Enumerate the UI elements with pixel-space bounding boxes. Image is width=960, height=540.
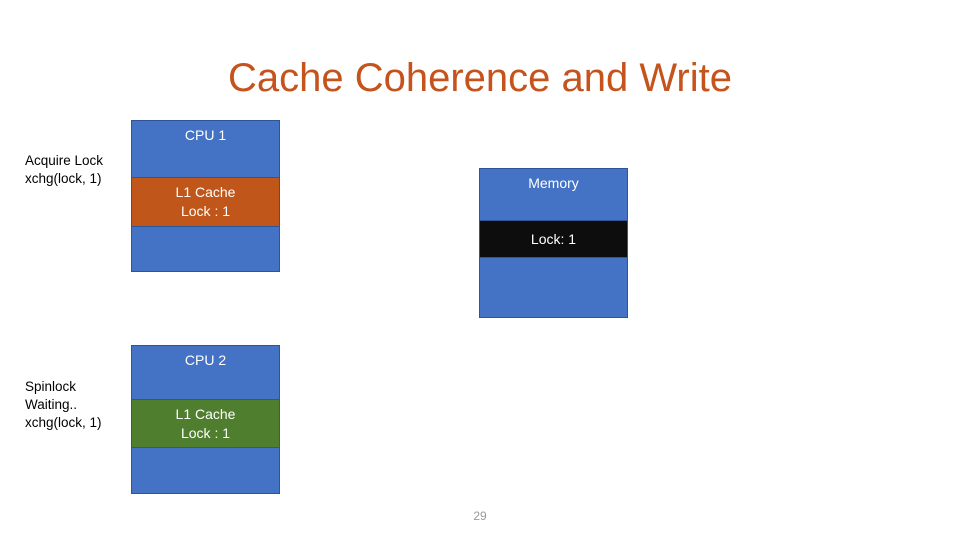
cpu1-annotation-line-1: Acquire Lock bbox=[25, 153, 104, 168]
cpu1-header-label: CPU 1 bbox=[132, 121, 279, 177]
memory-header-label: Memory bbox=[480, 169, 627, 220]
cpu1-annotation-line-2: xchg(lock, 1) bbox=[25, 171, 102, 186]
cpu2-block: CPU 2 L1 Cache Lock : 1 bbox=[131, 345, 280, 494]
cpu1-block: CPU 1 L1 Cache Lock : 1 bbox=[131, 120, 280, 272]
memory-lower-band bbox=[480, 258, 627, 317]
page-number: 29 bbox=[473, 509, 487, 523]
cpu1-lower-band bbox=[132, 227, 279, 271]
cpu2-annotation: Spinlock Waiting.. xchg(lock, 1) bbox=[25, 378, 135, 432]
cpu1-l1-cache-value: Lock : 1 bbox=[180, 203, 231, 219]
cpu1-annotation: Acquire Lock xchg(lock, 1) bbox=[25, 152, 135, 188]
memory-block: Memory Lock: 1 bbox=[479, 168, 628, 318]
cpu2-l1-cache-value: Lock : 1 bbox=[180, 424, 231, 441]
cpu2-annotation-line-3: xchg(lock, 1) bbox=[25, 415, 102, 430]
cpu1-l1-cache-label: L1 Cache bbox=[175, 184, 236, 200]
cpu2-lower-band bbox=[132, 448, 279, 493]
cpu1-l1-cache-band: L1 Cache Lock : 1 bbox=[132, 177, 279, 227]
memory-lock-value: Lock: 1 bbox=[530, 230, 577, 247]
page-title: Cache Coherence and Write bbox=[228, 56, 732, 100]
cpu2-l1-cache-label: L1 Cache bbox=[175, 405, 236, 422]
cpu2-header-label: CPU 2 bbox=[132, 346, 279, 399]
cpu2-annotation-line-2: Waiting.. bbox=[25, 397, 78, 412]
memory-lock-band: Lock: 1 bbox=[480, 220, 627, 258]
cpu2-l1-cache-band: L1 Cache Lock : 1 bbox=[132, 399, 279, 448]
cpu2-annotation-line-1: Spinlock bbox=[25, 379, 77, 394]
